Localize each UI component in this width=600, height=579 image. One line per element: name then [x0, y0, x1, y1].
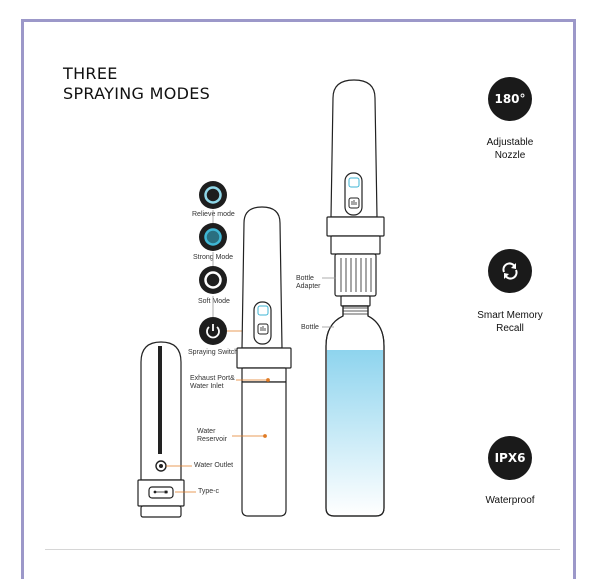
sprayer-middle [236, 206, 292, 517]
footer-bar [45, 549, 560, 566]
type-c-label: Type-c [198, 488, 220, 495]
spraying-switch-label: Spraying Switch [188, 349, 239, 356]
feature-label-waterproof: Waterproof [485, 495, 535, 506]
folded-device [137, 341, 185, 518]
water-outlet-label: Water Outlet [194, 462, 234, 469]
folded-device-callouts [166, 465, 196, 493]
feature-icon-adjustable: 180° [488, 77, 532, 121]
type-c-port-icon [153, 490, 168, 494]
title-line-1: THREE [63, 64, 118, 83]
feature-label-memory: Smart Memory Recall [477, 310, 543, 334]
refresh-icon [502, 262, 518, 280]
title-line-2: SPRAYING MODES [63, 84, 211, 103]
soft-mode-button-icon [199, 266, 227, 294]
feature-icon-memory [488, 249, 532, 293]
feature-label-adjustable: Adjustable Nozzle [486, 137, 534, 161]
power-switch-icon [199, 317, 227, 345]
relieve-mode-label: Relieve mode [192, 211, 235, 218]
content-frame [21, 19, 576, 579]
bottle-label: Bottle [301, 324, 319, 331]
bottle-adapter-label: Bottle Adapter [296, 275, 321, 290]
degree-badge: 180° [494, 92, 526, 106]
bottle-water [327, 350, 383, 515]
page-title: THREE SPRAYING MODES [63, 64, 210, 104]
ipx6-badge: IPX6 [494, 451, 526, 465]
product-diagram [137, 79, 385, 518]
middle-sprayer-callouts [232, 378, 270, 438]
exhaust-port-label: Exhaust Port& Water Inlet [190, 375, 235, 390]
soft-mode-label: Soft Mode [198, 298, 230, 305]
relieve-mode-button-icon [199, 181, 227, 209]
right-sprayer-buttons [348, 177, 360, 209]
water-reservoir-label: Water Reservoir [197, 428, 227, 443]
feature-icon-waterproof: IPX6 [488, 436, 532, 480]
middle-sprayer-buttons [257, 305, 269, 335]
bottle-ribs [340, 258, 372, 315]
bottle-outline [325, 305, 385, 517]
strong-mode-button-icon [199, 223, 227, 251]
right-sprayer-callouts [322, 277, 336, 328]
